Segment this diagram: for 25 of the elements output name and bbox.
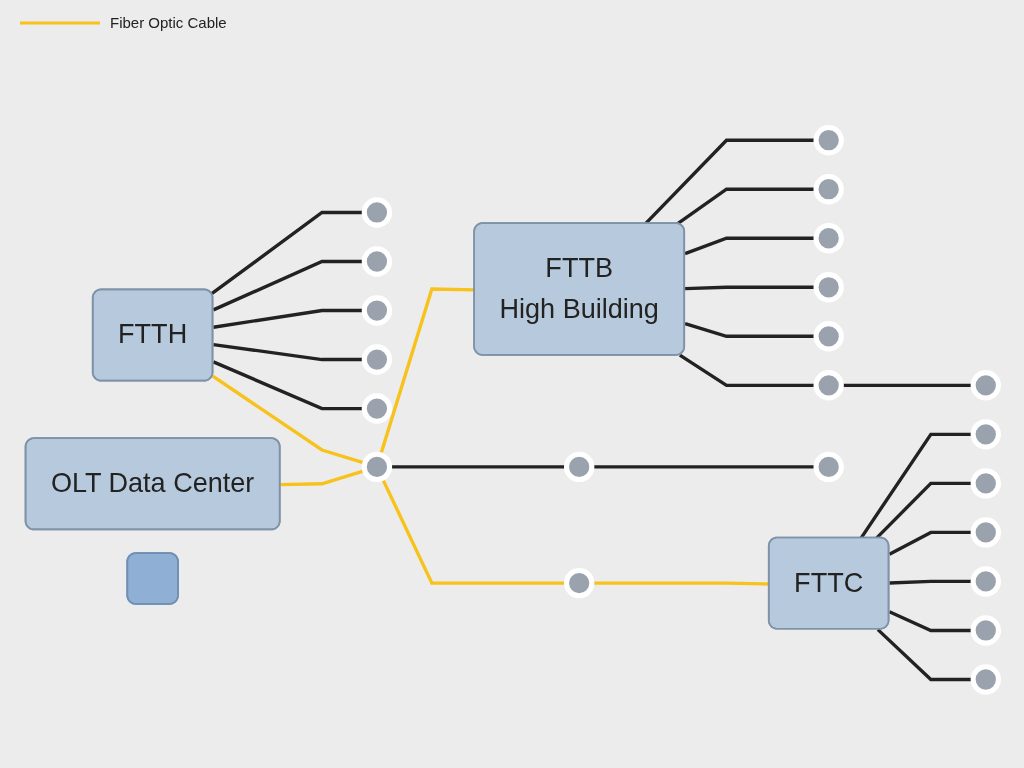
connector [389,465,567,469]
node-circle [970,419,1001,450]
node-circle [970,664,1001,695]
node-circle [563,451,595,483]
node-circle [361,246,393,277]
node-circle [970,468,1001,499]
node-circle [361,451,393,483]
node-circle [813,174,844,205]
node-circle [361,344,393,375]
legend-text: Fiber Optic Cable [110,14,227,31]
connector [379,287,475,456]
node-circle [813,272,844,303]
node-circle [361,295,393,326]
node-circle [813,370,844,401]
node-circle [813,451,844,483]
node-circle [813,125,844,156]
node-circle [970,615,1001,646]
node-circle [813,321,844,352]
node-circle [563,568,595,599]
node-circle [970,517,1001,548]
node-circle [361,197,393,228]
node-circle [361,393,393,424]
node-circle [813,223,844,254]
node-circle [970,566,1001,597]
node-circle [970,370,1001,401]
